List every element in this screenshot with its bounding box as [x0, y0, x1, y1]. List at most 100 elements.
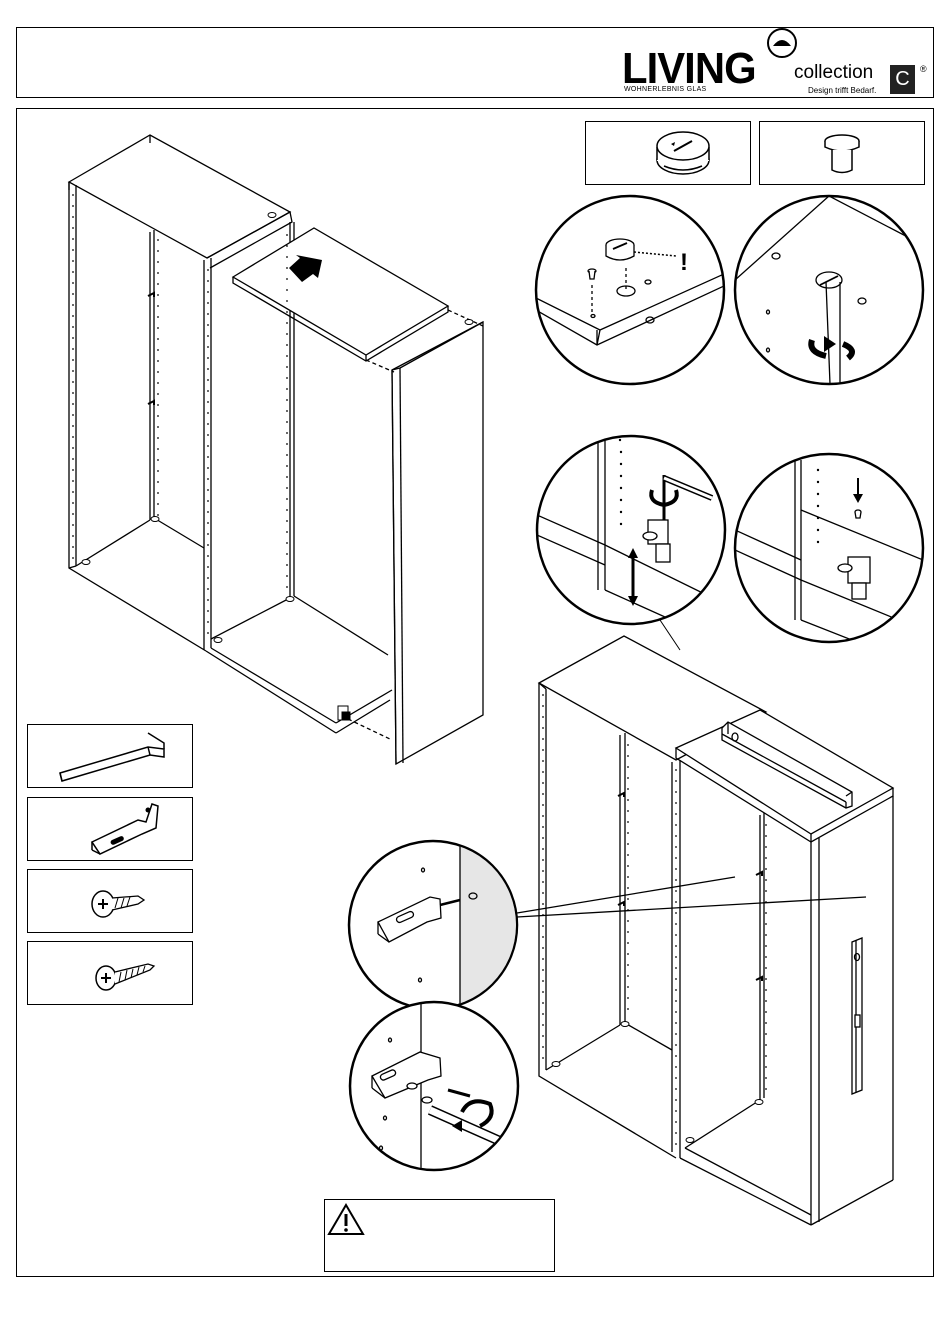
- hole-dot: [627, 766, 629, 768]
- hole-dot: [286, 333, 288, 335]
- hole-dot: [675, 1099, 677, 1101]
- hole-dot: [72, 227, 74, 229]
- hole-dot: [627, 898, 629, 900]
- hole-dot: [542, 837, 544, 839]
- hole-dot: [765, 879, 767, 881]
- hole-dot: [627, 920, 629, 922]
- hole-dot: [72, 425, 74, 427]
- hole-dot: [675, 1066, 677, 1068]
- hole-dot: [72, 282, 74, 284]
- hole-dot: [542, 694, 544, 696]
- detail-cam-dowel: !: [536, 196, 724, 384]
- hole-dot: [765, 1022, 767, 1024]
- hole-dot: [765, 1011, 767, 1013]
- hole-dot: [72, 315, 74, 317]
- hole-dot: [72, 370, 74, 372]
- hole-dot: [627, 1008, 629, 1010]
- hole-dot: [542, 925, 544, 927]
- hole-dot: [207, 456, 209, 458]
- hole-dot: [675, 901, 677, 903]
- hole-dot: [207, 313, 209, 315]
- detail-cam-turn: [735, 196, 923, 384]
- hole-dot: [627, 942, 629, 944]
- hole-dot: [72, 238, 74, 240]
- hole-dot: [675, 1132, 677, 1134]
- hole-dot: [286, 575, 288, 577]
- hole-dot: [675, 1055, 677, 1057]
- hole-dot: [627, 986, 629, 988]
- hole-dot: [286, 267, 288, 269]
- hole-dot: [157, 503, 159, 505]
- hole-dot: [675, 868, 677, 870]
- hole-dot: [207, 302, 209, 304]
- hole-dot: [207, 390, 209, 392]
- hole-dot: [207, 401, 209, 403]
- hole-dot: [542, 947, 544, 949]
- hole-dot: [286, 443, 288, 445]
- warning-triangle-icon: [327, 1202, 367, 1238]
- hole-dot: [542, 804, 544, 806]
- hole-dot: [207, 368, 209, 370]
- hole-dot: [627, 788, 629, 790]
- hole-dot: [286, 377, 288, 379]
- hole-dot: [207, 588, 209, 590]
- hole-dot: [542, 760, 544, 762]
- base-hardware-right: [552, 1022, 763, 1143]
- hole-dot: [157, 448, 159, 450]
- hole-dot: [542, 1024, 544, 1026]
- hole-dot: [207, 324, 209, 326]
- hole-dot: [675, 1077, 677, 1079]
- hole-dot: [675, 912, 677, 914]
- hole-dot: [542, 969, 544, 971]
- hole-dot: [765, 1066, 767, 1068]
- hole-dot: [207, 346, 209, 348]
- hole-dot: [675, 1088, 677, 1090]
- wardrobe-step-left: [69, 135, 483, 764]
- hole-dot: [72, 535, 74, 537]
- hole-dot: [627, 821, 629, 823]
- hole-dot: [157, 294, 159, 296]
- hole-dot: [542, 958, 544, 960]
- hole-dot: [157, 404, 159, 406]
- hole-dot: [675, 1143, 677, 1145]
- hole-dot: [207, 423, 209, 425]
- hole-dot: [542, 881, 544, 883]
- hole-dot: [72, 480, 74, 482]
- hole-dot: [627, 865, 629, 867]
- hole-dot: [675, 780, 677, 782]
- hole-dot: [542, 1013, 544, 1015]
- hole-dot: [542, 1057, 544, 1059]
- hole-dot: [675, 1011, 677, 1013]
- detail-bracket-screw: [350, 1000, 520, 1170]
- hole-dot: [157, 393, 159, 395]
- part-box-wafer-screw: [27, 869, 193, 933]
- hole-dot: [72, 304, 74, 306]
- hole-dot: [157, 316, 159, 318]
- hole-dot: [72, 249, 74, 251]
- hole-dot: [542, 859, 544, 861]
- hole-dot: [286, 509, 288, 511]
- hole-dot: [72, 557, 74, 559]
- hole-dot: [627, 887, 629, 889]
- hole-dot: [542, 826, 544, 828]
- hole-dot: [542, 738, 544, 740]
- hole-dot: [675, 1033, 677, 1035]
- hole-dot: [286, 388, 288, 390]
- hole-dot: [72, 392, 74, 394]
- hole-dot: [675, 1110, 677, 1112]
- hole-dot: [675, 945, 677, 947]
- hole-dot: [627, 832, 629, 834]
- hole-dot: [542, 749, 544, 751]
- part-box-allen-key: [27, 724, 193, 788]
- hole-dot: [286, 421, 288, 423]
- hole-dot: [627, 810, 629, 812]
- hole-dot: [207, 555, 209, 557]
- hole-dot: [675, 791, 677, 793]
- hole-dot: [157, 437, 159, 439]
- hole-dot: [72, 337, 74, 339]
- hole-dot: [765, 945, 767, 947]
- hole-dot: [207, 522, 209, 524]
- hole-dot: [542, 782, 544, 784]
- hole-dot: [207, 291, 209, 293]
- hole-dot: [765, 857, 767, 859]
